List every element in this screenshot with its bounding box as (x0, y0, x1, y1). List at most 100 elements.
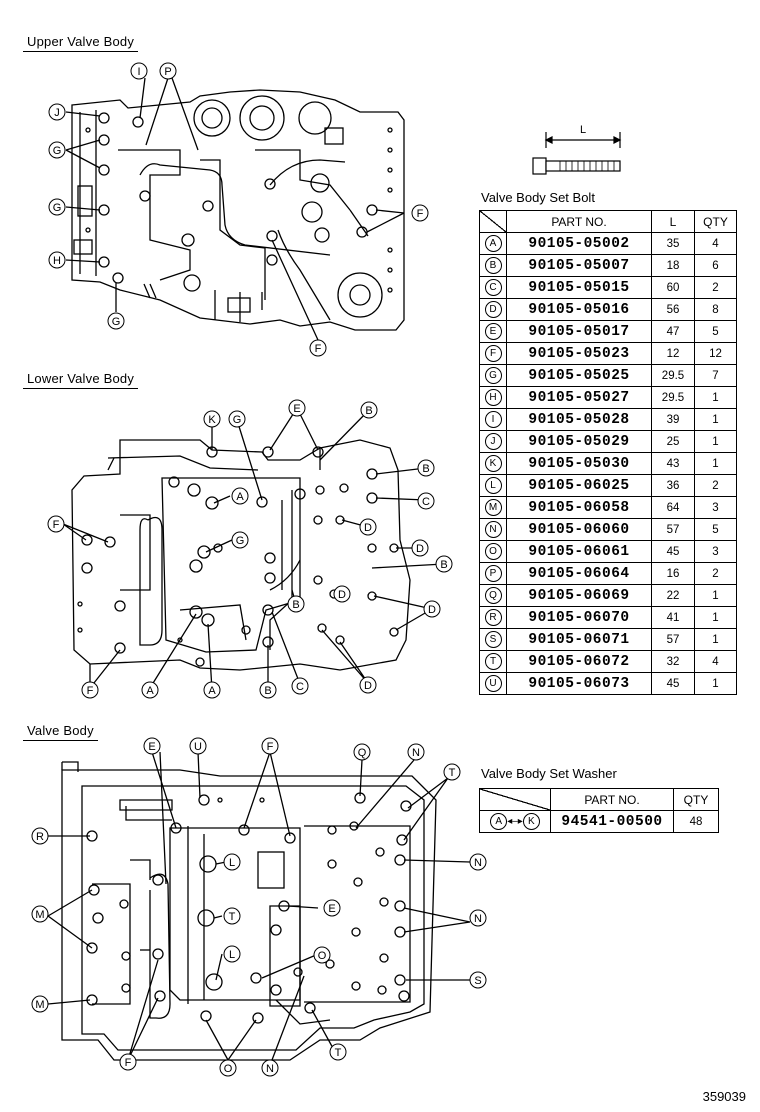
svg-text:D: D (364, 680, 372, 692)
washer-table-title: Valve Body Set Washer (481, 766, 617, 781)
bolt-qty: 1 (694, 672, 737, 695)
bolt-key: U (479, 672, 507, 695)
svg-text:D: D (416, 543, 424, 555)
bolt-part-no: 90105-05023 (506, 342, 652, 365)
svg-text:G: G (236, 535, 245, 547)
svg-text:F: F (315, 343, 322, 355)
svg-text:F: F (417, 208, 424, 220)
bolt-key: E (479, 320, 507, 343)
bolt-length: 25 (651, 430, 695, 453)
svg-text:B: B (422, 463, 429, 475)
lower-valve-body-title: Lower Valve Body (22, 371, 139, 389)
svg-text:G: G (53, 202, 62, 214)
bolt-qty: 1 (694, 584, 737, 607)
callout-valve-E2: E (323, 899, 341, 917)
bolt-length: 56 (651, 298, 695, 321)
bolt-key-circle: C (484, 279, 502, 296)
bolt-qty: 8 (694, 298, 737, 321)
callout-lower-D1: D (359, 518, 377, 536)
upper-valve-body-drawing (65, 77, 405, 341)
upper-bolt-heads (85, 112, 393, 293)
bolt-qty: 12 (694, 342, 737, 365)
washer-part-no: 94541-00500 (550, 810, 674, 833)
bolt-length: 12 (651, 342, 695, 365)
callout-labels: I P J G G H G F F K G E B B A C F D G D … (31, 62, 487, 1077)
svg-text:N: N (266, 1063, 274, 1075)
svg-text:F: F (125, 1057, 132, 1069)
svg-text:L: L (229, 857, 235, 869)
bolt-qty: 4 (694, 232, 737, 255)
callout-valve-M2: M (31, 995, 49, 1013)
double-arrow-icon: ◂–▸ (507, 816, 523, 827)
bolt-qty: 2 (694, 562, 737, 585)
callout-valve-M1: M (31, 905, 49, 923)
bolt-part-no: 90105-05029 (506, 430, 652, 453)
bolt-key: L (479, 474, 507, 497)
bolt-table-header: PART NO. L QTY (479, 210, 737, 233)
bolt-key: G (479, 364, 507, 387)
bolt-part-no: 90105-06070 (506, 606, 652, 629)
bolt-part-no: 90105-05002 (506, 232, 652, 255)
callout-lower-B2: B (417, 459, 435, 477)
bolt-part-no: 90105-05007 (506, 254, 652, 277)
washer-range-from: A (490, 813, 508, 830)
callout-lower-K: K (203, 410, 221, 428)
svg-text:B: B (264, 685, 271, 697)
bolt-part-no: 90105-06071 (506, 628, 652, 651)
valve-bolt-heads (86, 792, 412, 1024)
svg-text:O: O (318, 950, 327, 962)
callout-valve-R: R (31, 827, 49, 845)
callout-valve-T1: T (443, 763, 461, 781)
callout-valve-N2: N (469, 853, 487, 871)
callout-lower-D4: D (423, 600, 441, 618)
bolt-length: 45 (651, 540, 695, 563)
bolt-key-circle: S (484, 631, 502, 648)
washer-header-corner (479, 788, 551, 811)
svg-text:E: E (293, 403, 300, 415)
callout-valve-N3: N (469, 909, 487, 927)
callout-lower-A1: A (231, 487, 249, 505)
bolt-part-no: 90105-06073 (506, 672, 652, 695)
callout-lower-B3: B (435, 555, 453, 573)
callout-upper-G1: G (48, 141, 66, 159)
bolt-length: 32 (651, 650, 695, 673)
svg-text:D: D (428, 604, 436, 616)
svg-text:A: A (236, 491, 244, 503)
svg-text:N: N (412, 747, 420, 759)
washer-qty: 48 (673, 810, 719, 833)
bolt-length: 29.5 (651, 386, 695, 409)
bolt-length: 41 (651, 606, 695, 629)
lower-valve-body-drawing (62, 407, 445, 691)
bolt-key: F (479, 342, 507, 365)
svg-text:E: E (148, 741, 155, 753)
callout-valve-Q: Q (353, 743, 371, 761)
callout-lower-D3: D (333, 585, 351, 603)
bolt-part-no: 90105-06061 (506, 540, 652, 563)
svg-text:T: T (229, 911, 236, 923)
bolt-key-circle: F (484, 345, 502, 362)
callout-valve-S: S (469, 971, 487, 989)
callout-lower-B1: B (360, 401, 378, 419)
valve-body-title: Valve Body (23, 723, 98, 741)
callout-valve-T3: T (329, 1043, 347, 1061)
callout-valve-U: U (189, 737, 207, 755)
callout-upper-G2: G (48, 198, 66, 216)
bolt-length: 36 (651, 474, 695, 497)
svg-text:G: G (233, 414, 242, 426)
callout-lower-B5: B (259, 681, 277, 699)
bolt-part-no: 90105-05025 (506, 364, 652, 387)
bolt-part-no: 90105-05030 (506, 452, 652, 475)
svg-text:D: D (338, 589, 346, 601)
bolt-part-no: 90105-05017 (506, 320, 652, 343)
svg-text:G: G (112, 316, 121, 328)
